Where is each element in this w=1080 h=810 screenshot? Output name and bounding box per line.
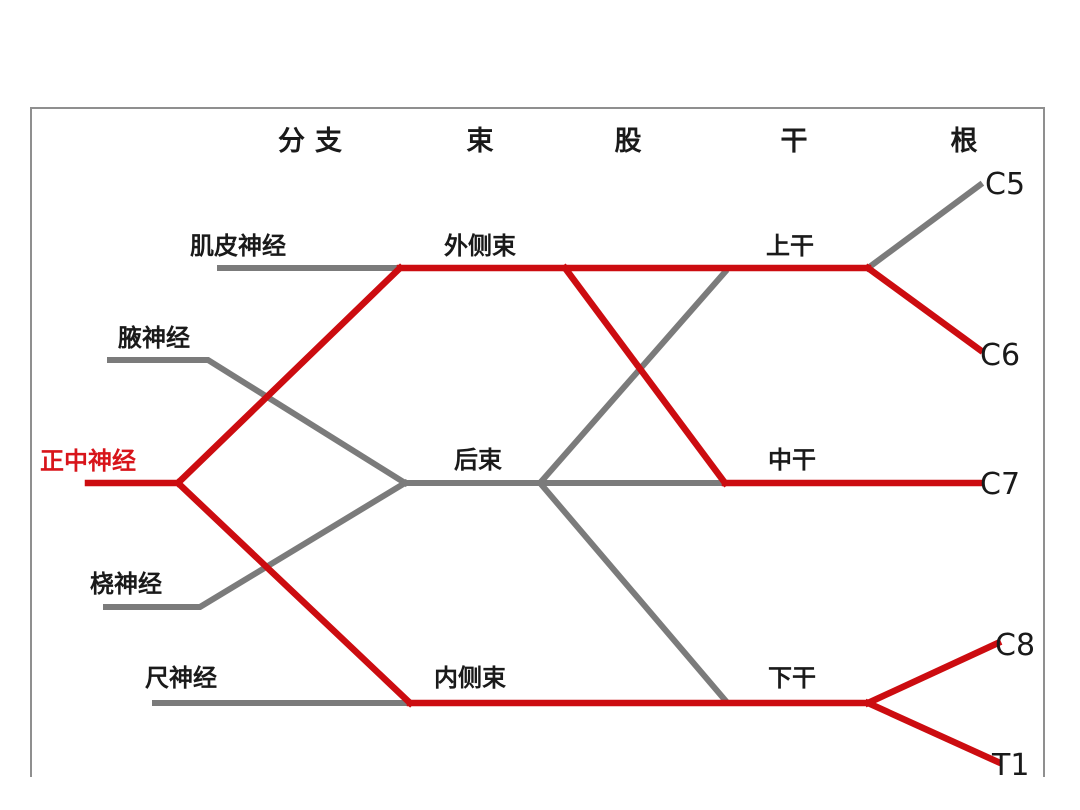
cord-labels: 外侧束 后束 内侧束 xyxy=(434,232,517,692)
label-root-c5: C5 xyxy=(985,167,1025,202)
label-posterior-cord: 后束 xyxy=(454,446,503,474)
label-middle-trunk: 中干 xyxy=(768,446,816,474)
label-ulnar: 尺神经 xyxy=(145,664,217,692)
lower-posterior-division-line xyxy=(535,478,730,705)
diagram-frame xyxy=(30,107,1045,777)
label-lateral-cord: 外侧束 xyxy=(444,232,517,260)
axillary-line xyxy=(107,357,410,488)
label-lower-trunk: 下干 xyxy=(768,664,816,692)
header-root: 根 xyxy=(951,126,978,157)
header-cord: 束 xyxy=(467,126,494,157)
lateral-root-of-median-line xyxy=(173,263,405,488)
label-radial: 桡神经 xyxy=(90,570,162,598)
column-headers: 分支 束 股 干 根 xyxy=(278,126,978,157)
trunk-labels: 上干 中干 下干 xyxy=(766,232,816,692)
header-division: 股 xyxy=(615,126,642,157)
label-root-c6: C6 xyxy=(980,338,1020,373)
medial-root-of-median-line xyxy=(173,478,415,708)
upper-posterior-division-line xyxy=(535,267,730,488)
header-branch: 分支 xyxy=(278,126,352,157)
middle-anterior-division-line xyxy=(560,263,730,488)
label-median: 正中神经 xyxy=(40,447,136,475)
label-upper-trunk: 上干 xyxy=(766,232,814,260)
red-paths xyxy=(84,263,1003,767)
branch-labels: 肌皮神经 腋神经 正中神经 桡神经 尺神经 xyxy=(40,232,286,692)
label-medial-cord: 内侧束 xyxy=(434,664,507,692)
root-labels: C5 C6 C7 C8 T1 xyxy=(980,167,1035,783)
c6-root-line xyxy=(863,263,985,355)
label-musculocutaneous: 肌皮神经 xyxy=(190,232,286,260)
radial-line xyxy=(103,478,410,610)
header-trunk: 干 xyxy=(781,126,808,157)
gray-paths xyxy=(103,180,985,706)
label-root-c7: C7 xyxy=(980,467,1020,502)
c8-root-line xyxy=(863,638,1003,708)
label-root-c8: C8 xyxy=(995,628,1035,663)
label-root-t1: T1 xyxy=(991,748,1029,783)
c5-root-line xyxy=(863,180,985,273)
label-axillary: 腋神经 xyxy=(118,324,190,352)
t1-root-line xyxy=(863,698,1003,767)
